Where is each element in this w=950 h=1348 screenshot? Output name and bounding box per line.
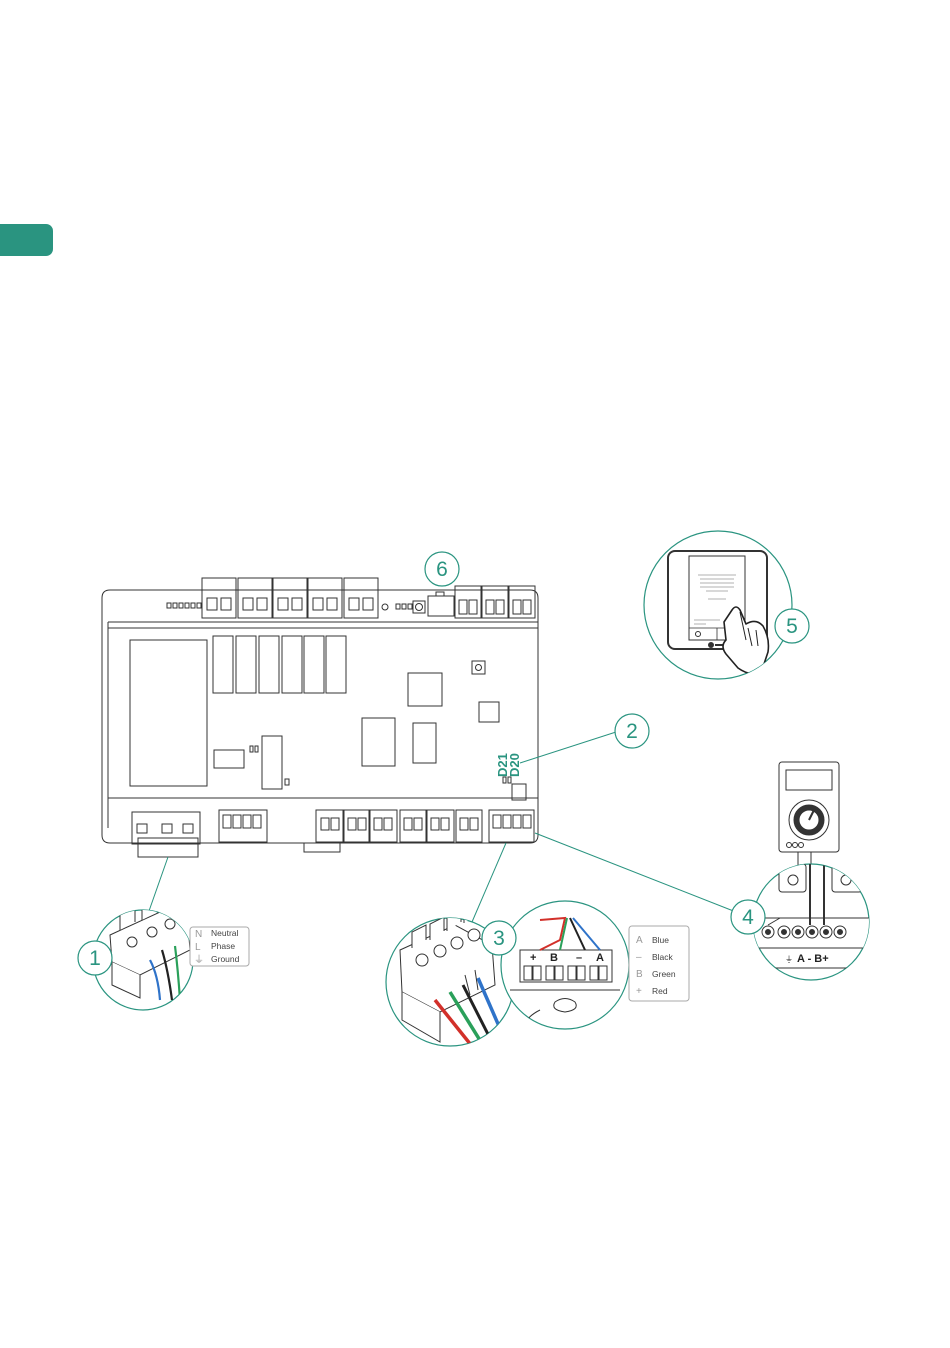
led-label-d20: D20 xyxy=(507,753,522,777)
control-board xyxy=(102,578,538,857)
bus-legend: A Blue – Black B Green + Red xyxy=(629,926,689,1001)
legend-black: Black xyxy=(652,952,674,962)
thermostat-detail xyxy=(644,531,792,679)
legend-symbol-b: B xyxy=(636,969,643,980)
board-components xyxy=(130,636,526,800)
ground-icon: ⏚ xyxy=(785,955,793,964)
power-legend: N Neutral L Phase ⏚ Ground xyxy=(190,927,249,966)
legend-red: Red xyxy=(652,986,668,996)
legend-symbol-l: L xyxy=(195,942,201,953)
callout-6: 6 xyxy=(436,558,448,581)
callout-1: 1 xyxy=(89,947,101,970)
legend-green: Green xyxy=(652,969,676,979)
legend-symbol-plus: + xyxy=(636,986,642,997)
meter-terminal-label: A - B+ xyxy=(797,953,829,965)
legend-blue: Blue xyxy=(652,935,669,945)
connector-label-plus: + xyxy=(530,952,536,964)
legend-symbol-minus: – xyxy=(636,952,642,963)
callout-4: 4 xyxy=(742,906,754,929)
legend-neutral: Neutral xyxy=(211,928,239,938)
leader-lines xyxy=(149,732,736,922)
callout-3: 3 xyxy=(493,927,505,950)
bus-connector-detail: + B – A xyxy=(386,900,629,1050)
pin-header xyxy=(167,601,425,613)
multimeter-probe-detail: ⏚ A - B+ xyxy=(753,864,873,980)
legend-symbol-n: N xyxy=(195,929,202,940)
bottom-terminal-blocks xyxy=(132,810,534,857)
connector-label-b: B xyxy=(550,952,558,964)
connector-label-minus: – xyxy=(576,952,582,964)
connector-label-a: A xyxy=(596,952,604,964)
top-terminal-blocks xyxy=(202,578,535,618)
legend-symbol-a: A xyxy=(636,935,643,946)
callout-5: 5 xyxy=(786,615,798,638)
ground-icon: ⏚ xyxy=(194,954,204,966)
legend-phase: Phase xyxy=(211,941,235,951)
legend-ground: Ground xyxy=(211,954,240,964)
callout-2: 2 xyxy=(626,720,638,743)
